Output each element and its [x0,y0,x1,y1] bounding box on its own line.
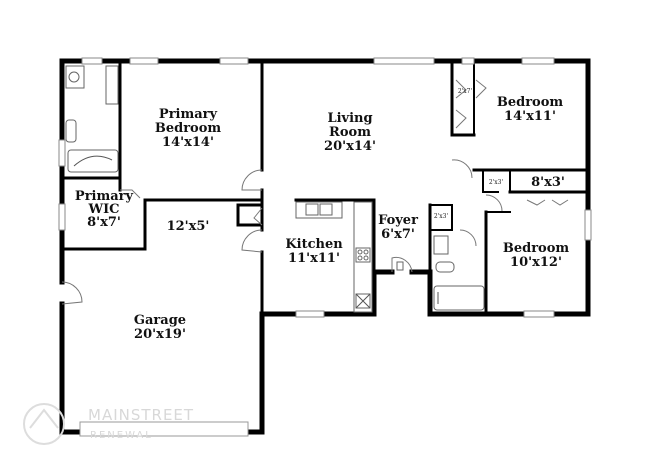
bedroom-ne-label: Bedroom [497,95,564,110]
bedroom-se-size: 10'x12' [510,255,562,270]
doors [61,79,569,305]
living-room-size: 20'x14' [324,139,376,154]
kitchen-label: Kitchen [285,237,343,252]
primary-wic-size: 8'x7' [87,215,121,230]
primary-wic-label: Primary [75,189,134,204]
living-room-label-2: Room [329,125,371,140]
closet-8x3-size: 8'x3' [531,175,565,190]
primary-bedroom-label: Primary [159,107,218,122]
interior-walls [60,59,590,316]
room-labels: Primary Bedroom 14'x14' Living Room 20'x… [75,88,569,342]
bedroom-se-label: Bedroom [503,241,570,256]
watermark-line1: MAINSTREET [88,406,194,424]
garage-label: Garage [134,313,186,328]
closet-b-size: 2'x3' [489,179,504,186]
garage-size: 20'x19' [134,327,186,342]
foyer-label: Foyer [378,213,418,228]
watermark: MAINSTREET RENEWAL [23,403,194,445]
kitchen-size: 11'x11' [288,251,340,266]
hall-size: 12'x5' [167,219,210,234]
primary-bath-fixtures [65,65,119,173]
primary-bedroom-size: 14'x14' [162,135,214,150]
bedroom-ne-size: 14'x11' [504,109,556,124]
living-room-label: Living [327,111,372,126]
hall-bath-fixtures [433,235,485,311]
windows [58,57,592,437]
kitchen-fixtures [295,201,373,313]
primary-wic-label-2: WIC [87,202,119,217]
closet-a-size: 2'x7' [458,88,473,95]
closet-c-size: 2'x3' [434,213,449,220]
watermark-logo-icon [23,403,65,445]
foyer-size: 6'x7' [381,227,415,242]
primary-bedroom-label-2: Bedroom [155,121,222,136]
watermark-line2: RENEWAL [90,430,153,441]
